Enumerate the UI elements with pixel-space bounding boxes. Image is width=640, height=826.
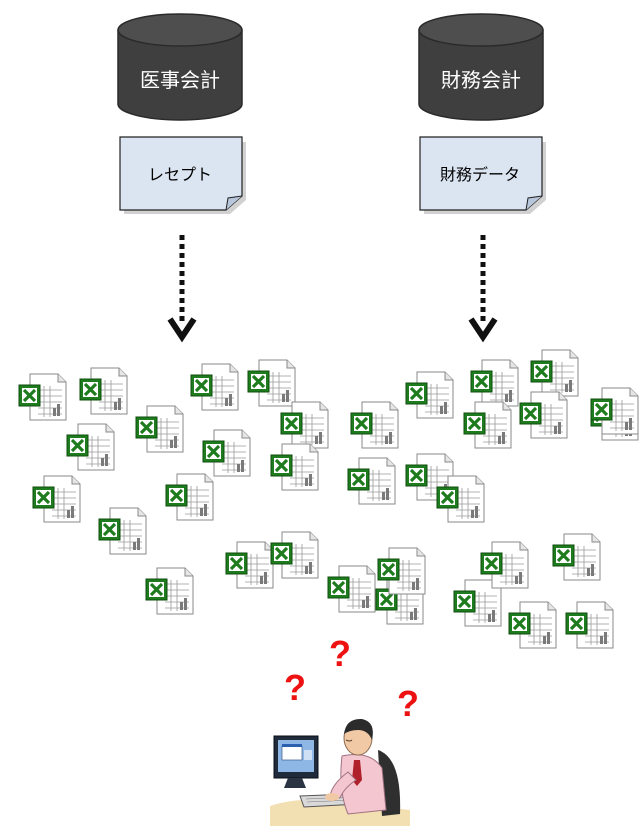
- database-cylinder-icon: [117, 13, 243, 121]
- excel-file-icon: [66, 422, 116, 472]
- database-label: 財務会計: [441, 68, 521, 92]
- document-label: レセプト: [147, 165, 212, 184]
- database-cylinder-icon: [418, 13, 544, 121]
- dotted-arrow-icon: [167, 235, 197, 343]
- excel-file-icon: [347, 456, 397, 506]
- excel-file-icon: [463, 400, 513, 450]
- database-financial-accounting: 財務会計: [416, 12, 546, 122]
- document-note-icon: [119, 136, 246, 214]
- excel-file-icon: [327, 564, 377, 614]
- excel-file-icon: [18, 372, 68, 422]
- excel-file-icon: [470, 358, 520, 408]
- document-note-icon: [419, 136, 546, 214]
- excel-file-icon: [135, 404, 185, 454]
- excel-file-icon: [270, 442, 320, 492]
- excel-file-icon: [519, 390, 569, 440]
- excel-file-icon: [377, 546, 427, 596]
- question-mark: ?: [284, 667, 306, 708]
- excel-file-icon: [508, 600, 558, 650]
- database-medical-accounting: 医事会計: [115, 12, 245, 122]
- document-financial-data: 財務データ: [419, 136, 551, 216]
- excel-file-icon: [565, 600, 615, 650]
- excel-file-icon: [98, 506, 148, 556]
- question-mark: ?: [397, 683, 419, 724]
- excel-file-icon: [202, 428, 252, 478]
- question-mark: ?: [329, 633, 351, 674]
- excel-file-icon: [247, 358, 297, 408]
- excel-file-icon: [79, 366, 129, 416]
- excel-file-icon: [552, 532, 602, 582]
- database-label: 医事会計: [140, 68, 220, 92]
- excel-file-icon: [480, 540, 530, 590]
- user-at-computer-icon: [270, 718, 410, 826]
- excel-file-icon: [436, 474, 486, 524]
- excel-file-icon: [165, 472, 215, 522]
- excel-file-icon: [145, 566, 195, 616]
- excel-file-icon: [280, 400, 330, 450]
- excel-file-icon: [32, 474, 82, 524]
- excel-file-icon: [453, 578, 503, 628]
- excel-file-icon: [350, 400, 400, 450]
- excel-file-icon: [190, 362, 240, 412]
- excel-file-icon: [225, 540, 275, 590]
- dotted-arrow-icon: [468, 235, 498, 343]
- excel-file-icon: [405, 370, 455, 420]
- document-receipt: レセプト: [119, 136, 251, 216]
- excel-file-icon: [270, 530, 320, 580]
- excel-file-icon: [590, 386, 640, 436]
- excel-file-icon: [530, 348, 580, 398]
- document-label: 財務データ: [439, 165, 520, 184]
